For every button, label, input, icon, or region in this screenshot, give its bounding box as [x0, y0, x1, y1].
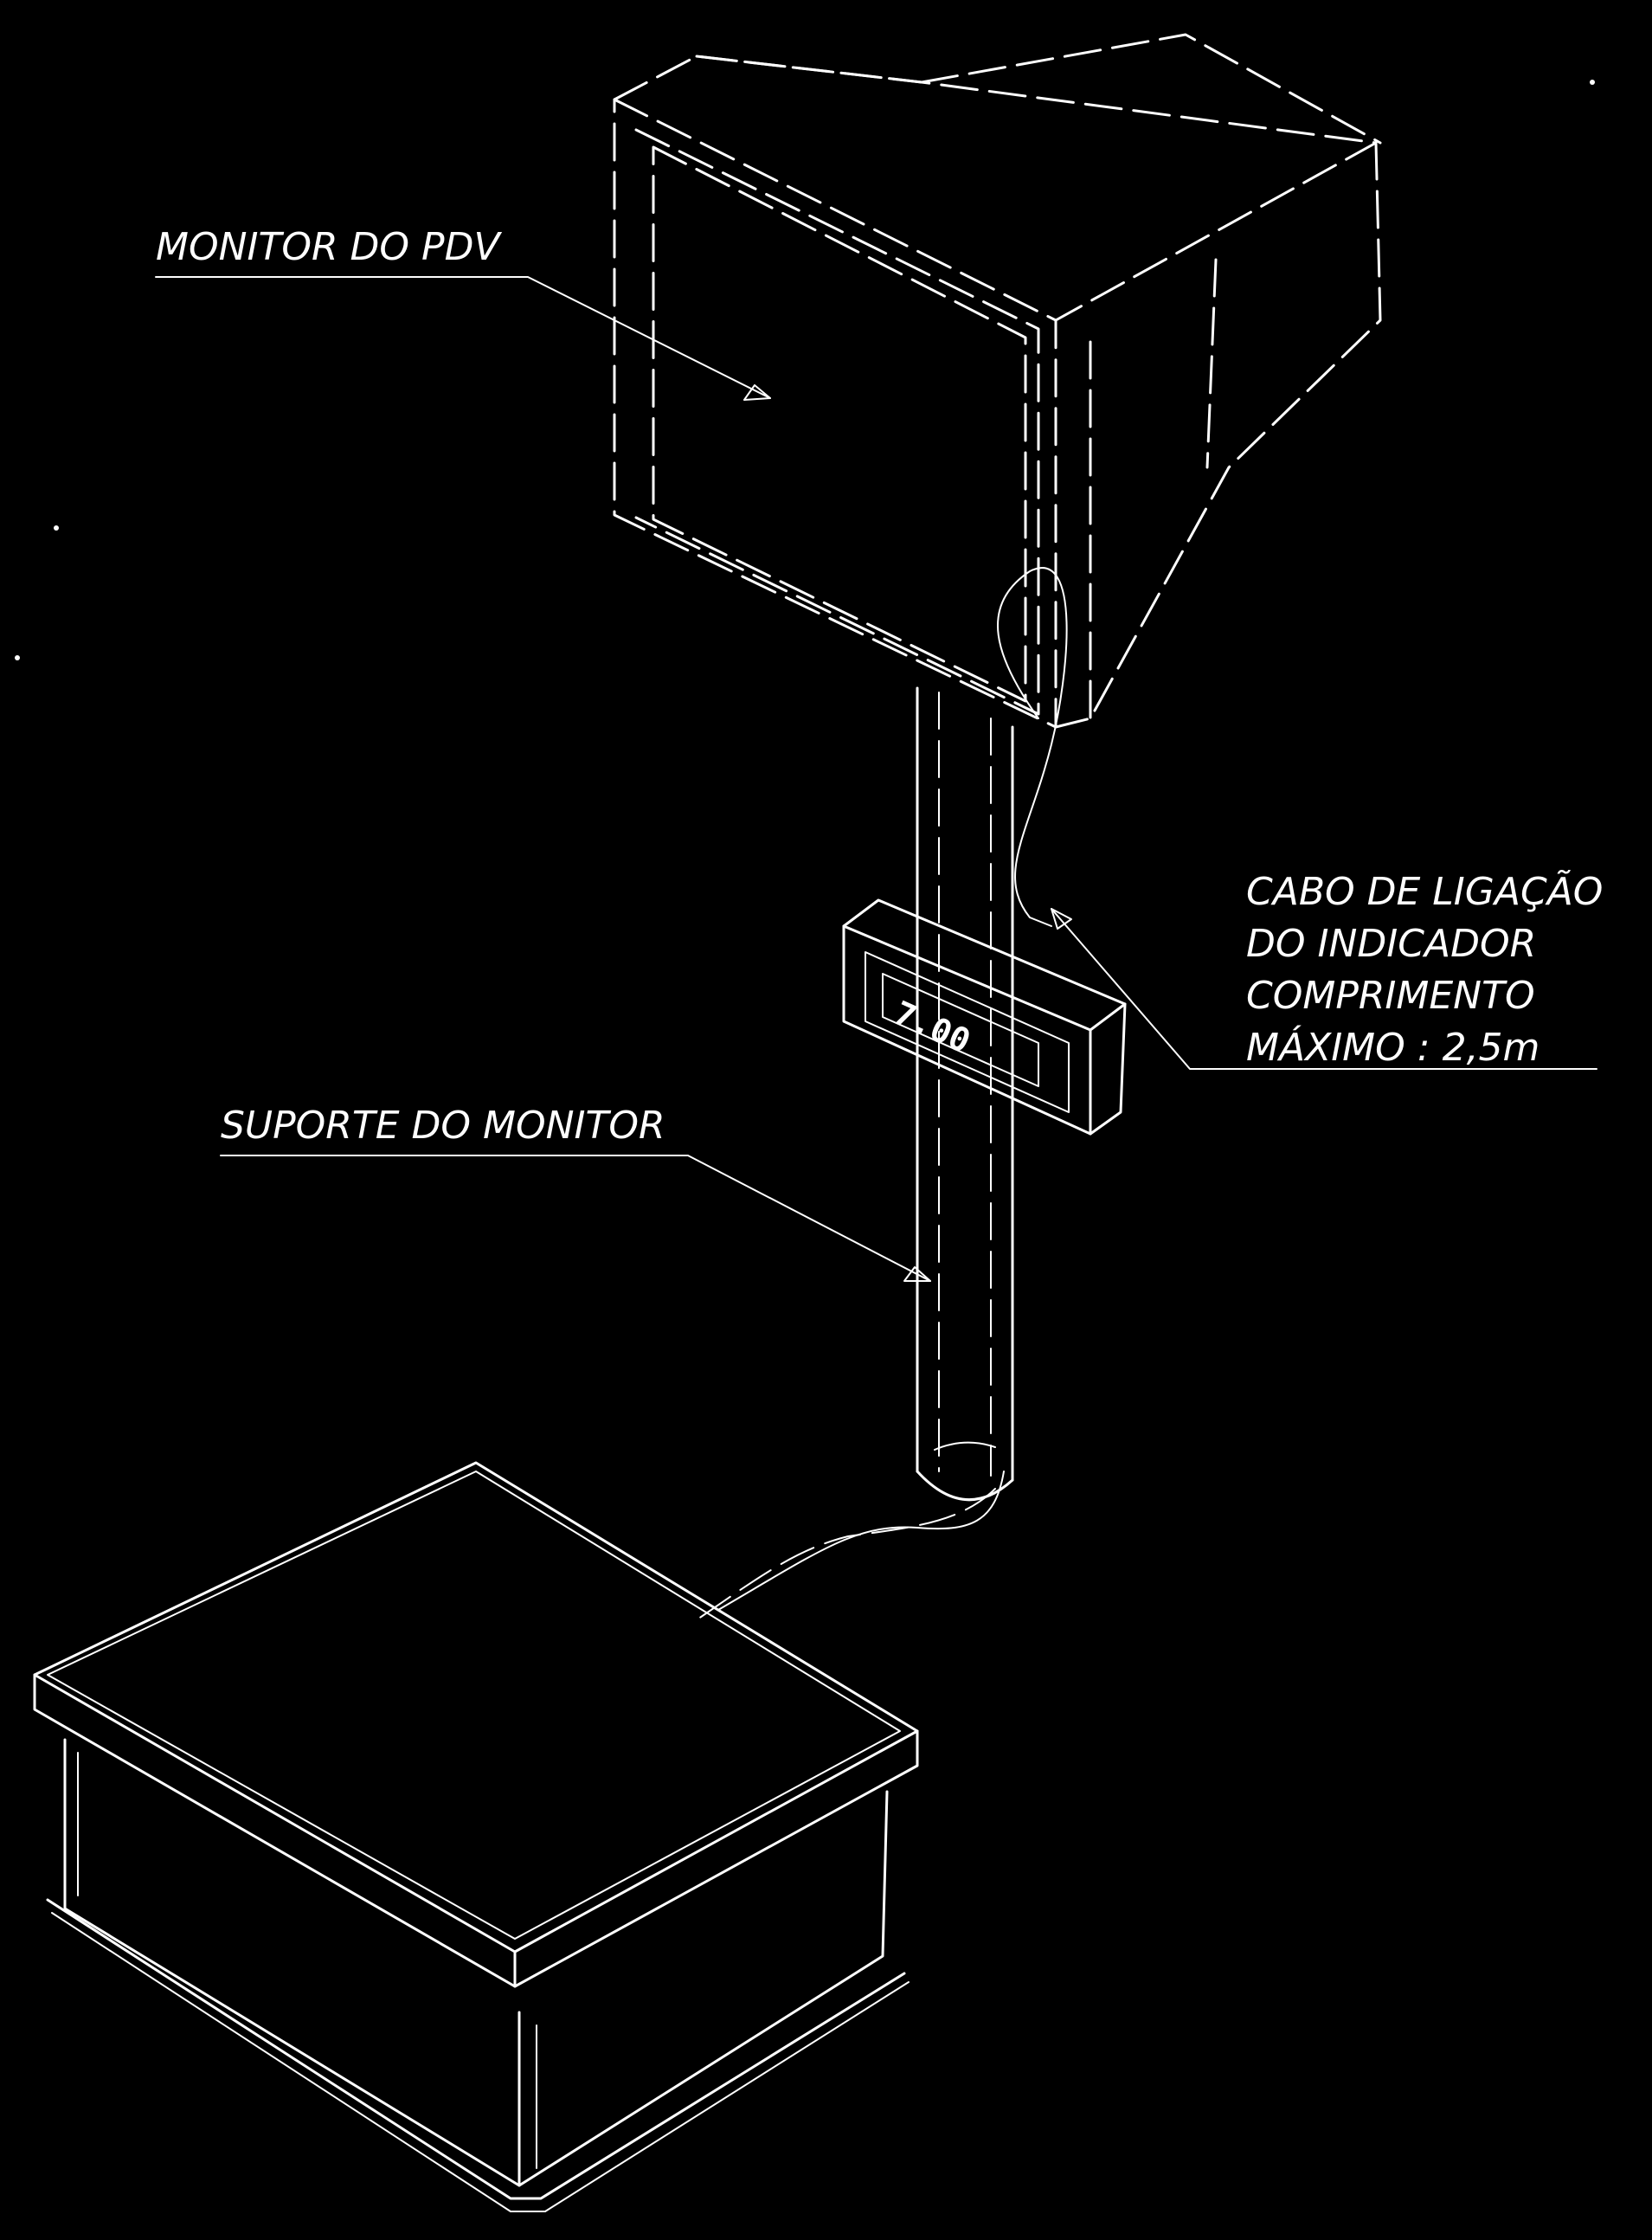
label-cable-line-3: COMPRIMENTO [1246, 974, 1535, 1018]
label-cable-line-1: CABO DE LIGAÇÃO [1246, 869, 1603, 914]
speck [1590, 80, 1595, 85]
label-monitor-pdv: MONITOR DO PDV [156, 225, 502, 269]
indicator-screen [882, 973, 1039, 1087]
scale-platform [33, 1461, 919, 2212]
callout-support: SUPORTE DO MONITOR [220, 1104, 931, 1282]
pdv-monitor [613, 33, 1382, 729]
monitor-screen [652, 145, 1027, 703]
label-cable-line-4: MÁXIMO : 2,5m [1246, 1024, 1540, 1070]
weight-indicator: 7.00 [842, 898, 1127, 1136]
speck [54, 525, 59, 531]
label-cable-line-2: DO INDICADOR [1246, 922, 1536, 966]
callout-cable: CABO DE LIGAÇÃO DO INDICADOR COMPRIMENTO… [1051, 869, 1603, 1070]
indicator-cable [691, 567, 1068, 1624]
callout-monitor: MONITOR DO PDV [155, 225, 771, 401]
monitor-support-pole [916, 686, 1014, 1502]
label-suporte-monitor: SUPORTE DO MONITOR [221, 1104, 665, 1148]
speck [15, 655, 20, 660]
